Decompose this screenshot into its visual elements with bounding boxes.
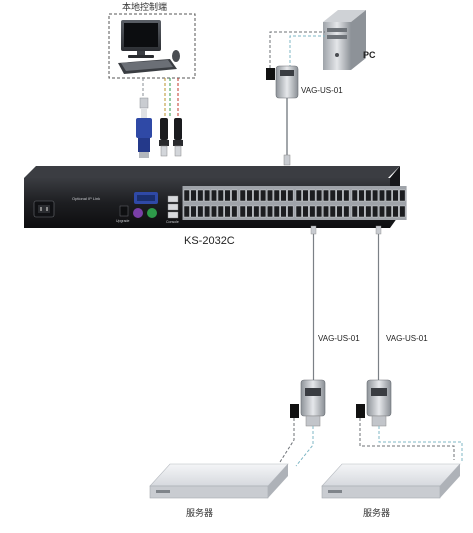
- rj45-port: [399, 205, 406, 218]
- rj45-port: [302, 189, 309, 202]
- server-1: [149, 463, 289, 499]
- rj45-port: [316, 205, 323, 218]
- rj45-port: [210, 205, 217, 218]
- rj45-port: [197, 189, 204, 202]
- rj45-port: [287, 205, 294, 218]
- rj45-port: [358, 189, 365, 202]
- rj45-port: [190, 189, 197, 202]
- rj45-port: [224, 205, 231, 218]
- rj45-port: [183, 189, 190, 202]
- rj45-port: [365, 189, 372, 202]
- rj45-port: [392, 189, 399, 202]
- rj45-port: [351, 189, 358, 202]
- rj45-port: [183, 205, 190, 218]
- adapter-label-pc: VAG-US-01: [301, 86, 343, 95]
- rj45-port: [224, 189, 231, 202]
- rj45-port: [295, 189, 302, 202]
- rj45-port: [379, 205, 385, 218]
- rj45-port: [287, 189, 294, 202]
- pc-label: PC: [363, 50, 376, 60]
- rj45-port: [204, 205, 211, 218]
- monitor-icon: [121, 20, 161, 58]
- rj45-port: [239, 189, 246, 202]
- rj45-port: [385, 205, 392, 218]
- rj45-port: [260, 189, 267, 202]
- upgrade-label: Upgrade: [116, 219, 129, 223]
- rj45-port: [253, 189, 260, 202]
- rj45-port: [302, 205, 309, 218]
- vga-connector: [136, 97, 152, 158]
- console-usb-ports: Console: [166, 195, 179, 224]
- rj45-port: [309, 189, 316, 202]
- rj45-port: [280, 189, 287, 202]
- rj45-port: [210, 189, 217, 202]
- adapter-pc: [266, 65, 299, 166]
- adapter-server-2: [356, 225, 392, 427]
- console-label: 本地控制端: [122, 1, 167, 13]
- server-2: [321, 463, 461, 499]
- vga-port: [134, 192, 158, 204]
- server-label-2: 服务器: [363, 507, 390, 519]
- rj45-port: [217, 205, 224, 218]
- ps2-keyboard-port: [133, 208, 143, 218]
- rj45-port: [329, 205, 336, 218]
- rj45-port: [316, 189, 323, 202]
- rj45-port: [323, 205, 329, 218]
- adapter-server-1: [290, 225, 326, 427]
- console-label-panel: Console: [166, 220, 179, 224]
- rj45-port: [273, 205, 280, 218]
- rj45-port: [343, 205, 350, 218]
- rj45-port: [280, 205, 287, 218]
- rj45-port: [365, 205, 372, 218]
- adapter-label-server-2: VAG-US-01: [386, 334, 428, 343]
- rj45-port: [358, 205, 365, 218]
- rj45-port: [372, 205, 379, 218]
- kvm-switch: Optional IP Link Upgrade Console: [24, 166, 407, 228]
- rj45-port: [267, 205, 273, 218]
- rj45-port: [392, 205, 399, 218]
- keyboard-icon: [118, 59, 177, 74]
- rj45-port: [323, 189, 329, 202]
- rj45-port: [217, 189, 224, 202]
- rj45-port: [379, 189, 385, 202]
- rj45-port: [190, 205, 197, 218]
- switch-model-label: KS-2032C: [184, 235, 235, 247]
- rj45-port: [385, 189, 392, 202]
- server-cables: [279, 418, 463, 467]
- upgrade-port: Upgrade: [116, 205, 129, 223]
- rj45-port: [260, 205, 267, 218]
- rj45-port: [295, 205, 302, 218]
- adapter-label-server-1: VAG-US-01: [318, 334, 360, 343]
- rj45-port: [246, 205, 253, 218]
- power-inlet: [33, 200, 55, 218]
- rj45-port: [267, 189, 273, 202]
- rj45-port: [273, 189, 280, 202]
- pc-tower: [323, 10, 366, 70]
- local-console: 本地控制端: [108, 1, 196, 79]
- rj45-port: [329, 189, 336, 202]
- optional-ip-label: Optional IP Link: [72, 196, 100, 201]
- rj45-port: [399, 189, 406, 202]
- rj45-port: [204, 189, 211, 202]
- rj45-port: [372, 189, 379, 202]
- server-label-1: 服务器: [186, 507, 213, 519]
- rj45-port: [336, 189, 343, 202]
- rj45-port: [197, 205, 204, 218]
- pc-cables: [269, 31, 325, 68]
- rj45-port-array: [182, 186, 407, 220]
- ps2-mouse-port: [147, 208, 157, 218]
- console-dashed-frame: [108, 13, 196, 79]
- rj45-port: [246, 189, 253, 202]
- rj45-port: [253, 205, 260, 218]
- rj45-port: [336, 205, 343, 218]
- rj45-port: [231, 189, 238, 202]
- rj45-port: [309, 205, 316, 218]
- rj45-port: [351, 205, 358, 218]
- console-plugs: [159, 118, 183, 157]
- rj45-port: [231, 205, 238, 218]
- rj45-port: [239, 205, 246, 218]
- mouse-icon: [172, 50, 180, 62]
- rj45-port: [343, 189, 350, 202]
